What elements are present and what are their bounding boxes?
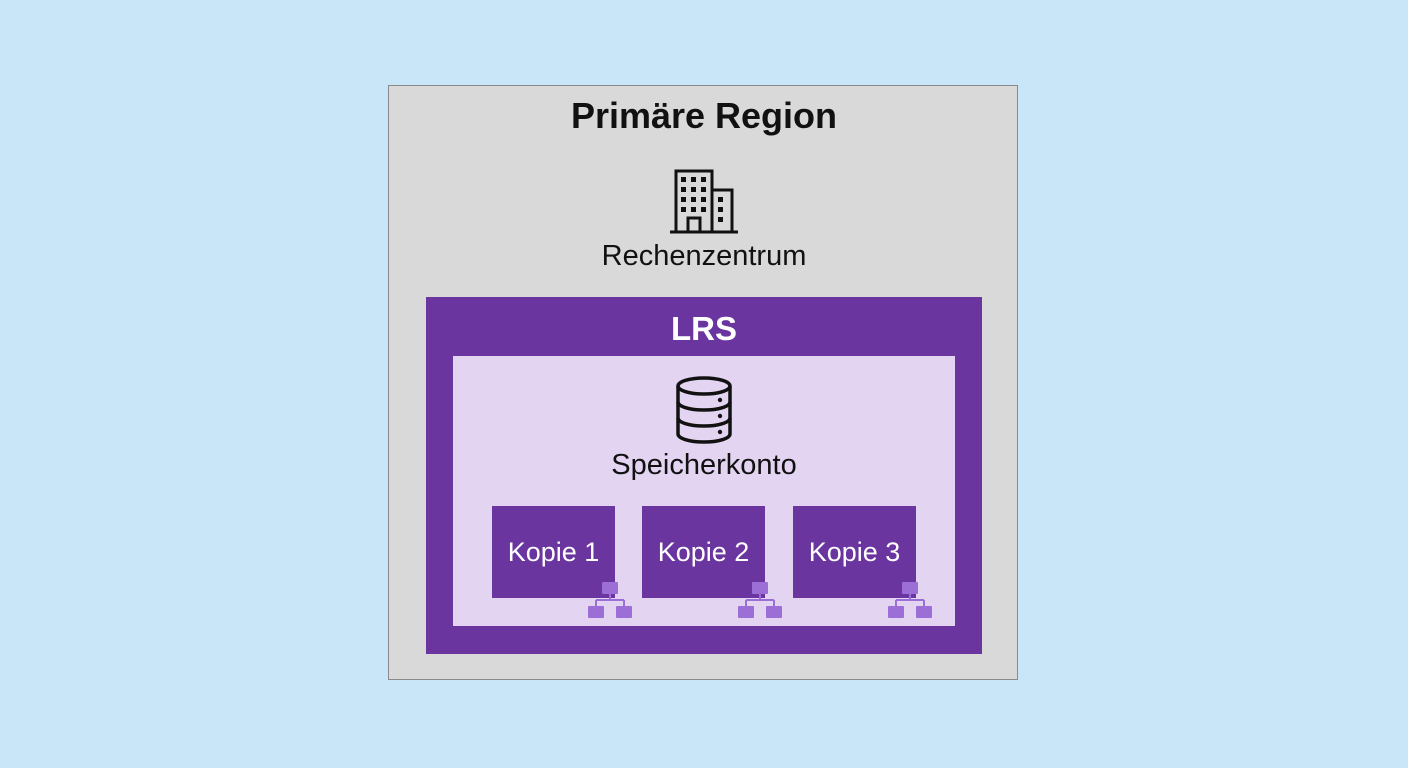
region-title: Primäre Region [570, 95, 838, 136]
copy-box-1: Kopie 1 [492, 506, 615, 598]
copy-box-3: Kopie 3 [793, 506, 916, 598]
copy-label-2: Kopie 2 [657, 536, 750, 567]
network-icon [588, 582, 632, 618]
copy-box-2: Kopie 2 [642, 506, 765, 598]
lrs-title: LRS [671, 310, 737, 347]
network-icon [738, 582, 782, 618]
database-icon [676, 376, 732, 444]
copy-label-3: Kopie 3 [808, 536, 901, 567]
building-icon [670, 169, 738, 234]
network-icon [888, 582, 932, 618]
copy-label-1: Kopie 1 [507, 536, 600, 567]
datacenter-label: Rechenzentrum [601, 240, 807, 272]
storage-account-label: Speicherkonto [611, 449, 797, 481]
